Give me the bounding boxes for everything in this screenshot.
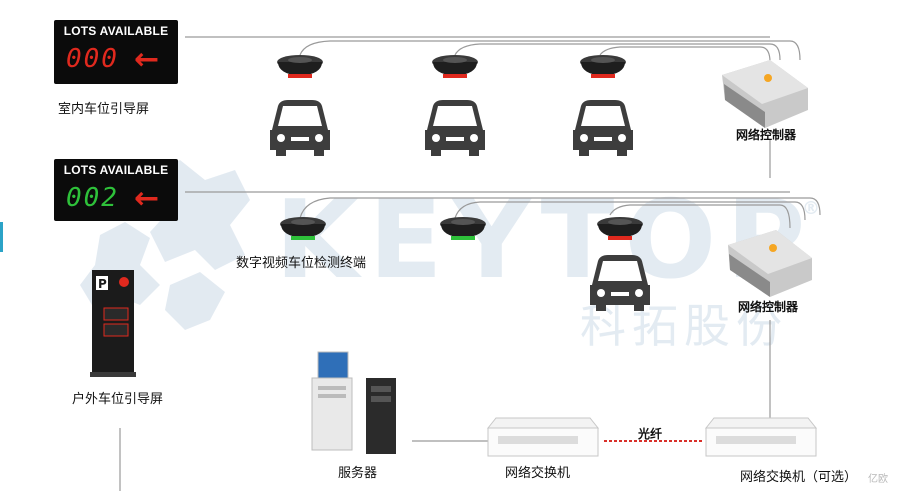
indoor-sign-label: 室内车位引导屏 <box>58 102 150 117</box>
car-4 <box>590 255 650 311</box>
car-2 <box>425 100 485 156</box>
switch-1-label: 网络交换机 <box>505 466 571 481</box>
indoor-guidance-sign: LOTS AVAILABLE 000 ← <box>54 20 178 84</box>
server-label: 服务器 <box>338 466 378 481</box>
sign-count: 002 <box>66 183 119 213</box>
car-1 <box>270 100 330 156</box>
detector-5 <box>440 217 486 240</box>
network-controller-1 <box>722 60 808 128</box>
network-controller-2 <box>728 230 812 297</box>
controller-1-label: 网络控制器 <box>736 128 797 142</box>
left-arrow-icon: ← <box>134 42 160 77</box>
detector-1 <box>277 55 323 78</box>
switch-2-label: 网络交换机（可选） <box>740 470 858 485</box>
sign-count: 000 <box>66 44 119 74</box>
watermark-registered: ® <box>802 198 820 219</box>
fiber-label: 光纤 <box>638 427 663 441</box>
outdoor-guidance-totem: P <box>90 270 136 377</box>
watermark-cn: 科拓股份 <box>580 299 788 353</box>
sign-header: LOTS AVAILABLE <box>63 24 169 38</box>
detector-4 <box>280 217 326 240</box>
corner-watermark: 亿欧 <box>868 474 888 485</box>
left-arrow-icon: ← <box>134 181 160 216</box>
detector-3 <box>580 55 626 78</box>
detector-2 <box>432 55 478 78</box>
car-3 <box>573 100 633 156</box>
guidance-sign-green: LOTS AVAILABLE 002 ← <box>54 159 178 221</box>
network-switch-1 <box>486 417 600 457</box>
detector-label: 数字视频车位检测终端 <box>236 256 367 271</box>
outdoor-sign-label: 户外车位引导屏 <box>72 392 164 407</box>
sign-header: LOTS AVAILABLE <box>63 163 169 177</box>
watermark-brand: KEYTOP <box>275 178 816 303</box>
server-computer <box>311 351 396 454</box>
svg-text:P: P <box>98 277 107 291</box>
network-switch-2 <box>704 417 818 457</box>
detector-6 <box>597 217 643 240</box>
controller-2-label: 网络控制器 <box>738 300 799 314</box>
